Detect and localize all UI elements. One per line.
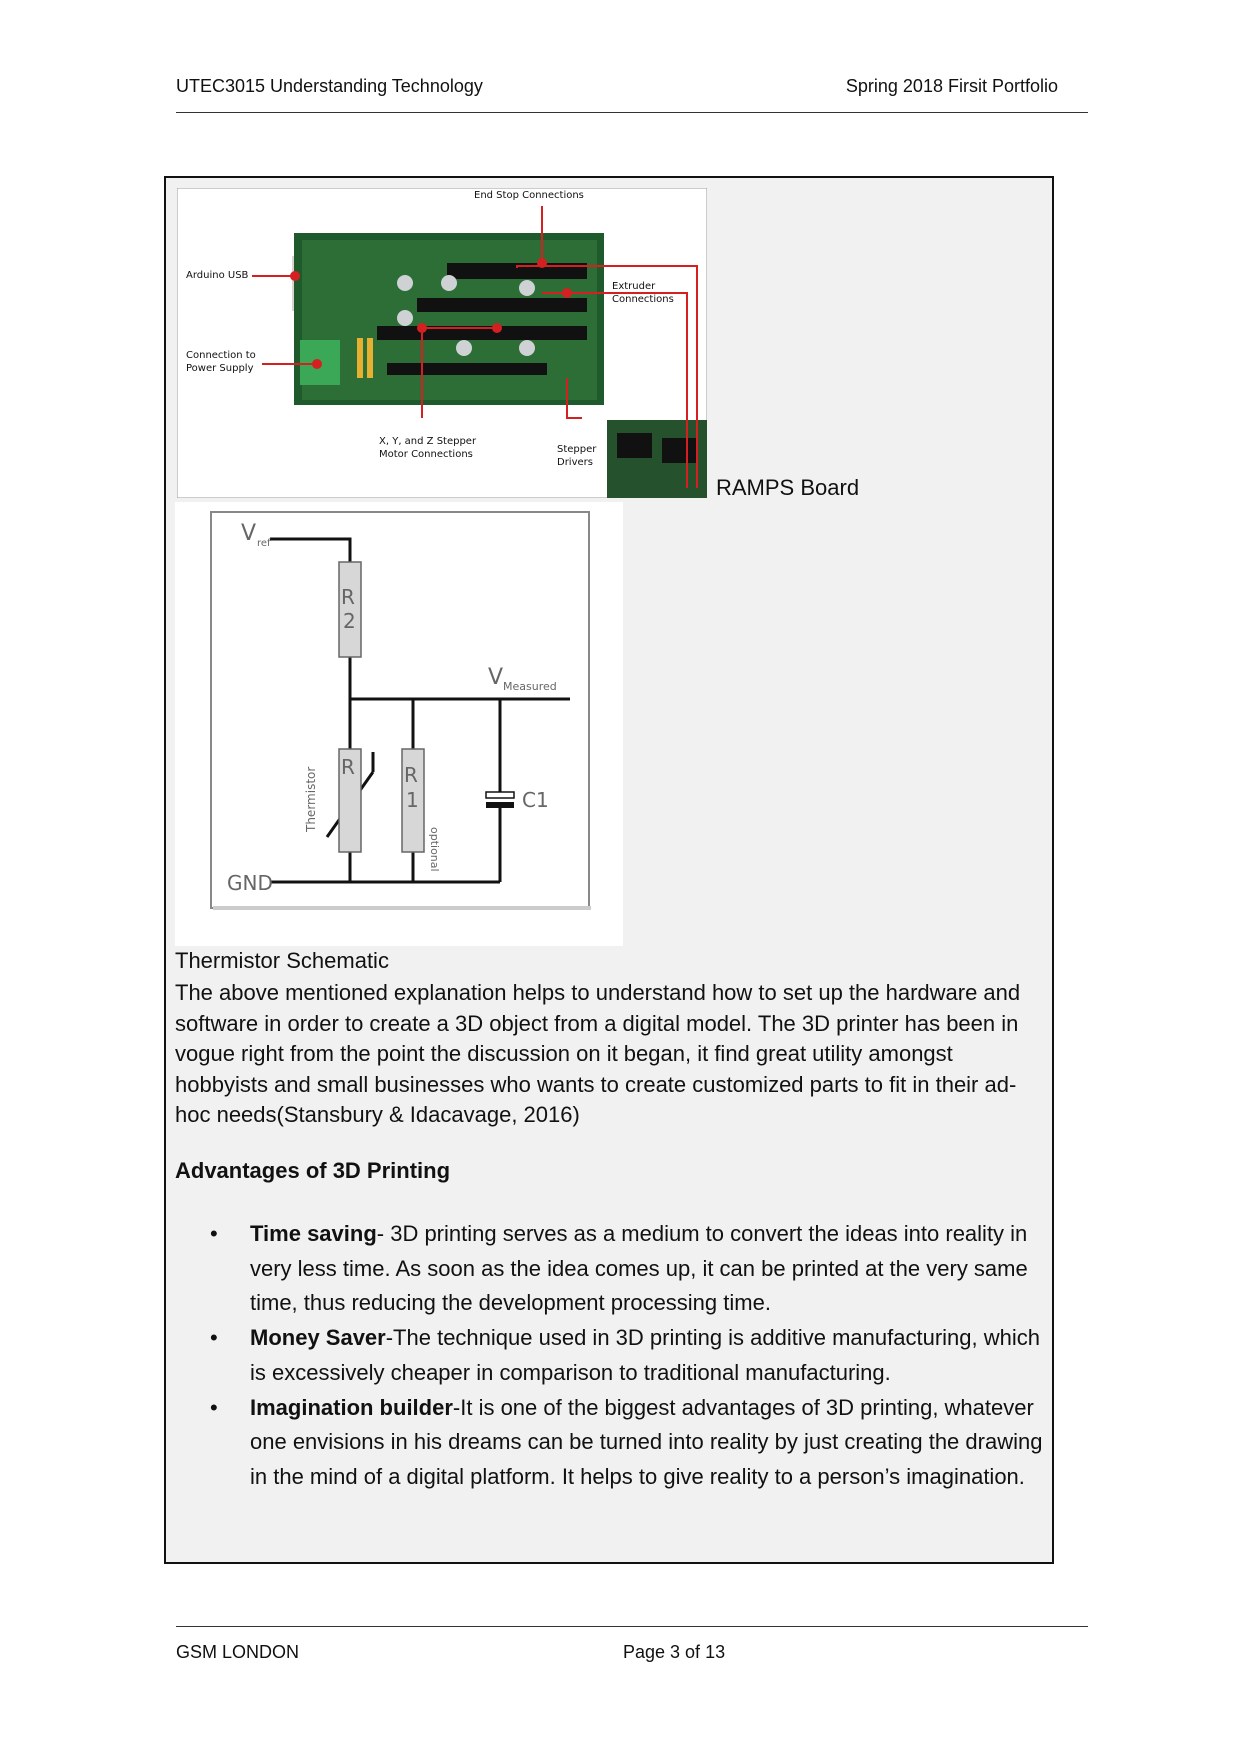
page-header: UTEC3015 Understanding Technology Spring…	[176, 76, 1088, 113]
r2-label-a: R	[341, 585, 355, 609]
footer-institution: GSM LONDON	[176, 1642, 300, 1662]
stepper-label-1: X, Y, and Z Stepper	[379, 436, 477, 447]
drivers-label-1: Stepper	[557, 444, 597, 455]
list-item: • Money Saver-The technique used in 3D p…	[175, 1321, 1045, 1390]
ramps-board-image: End Stop Connections Arduino USB Extrude…	[177, 188, 707, 498]
c1-plate-bottom	[486, 802, 514, 808]
r2-resistor	[338, 561, 362, 658]
end-stop-label: End Stop Connections	[474, 190, 584, 201]
power-label-2: Power Supply	[186, 363, 254, 374]
arduino-usb-label: Arduino USB	[186, 270, 249, 281]
header-portfolio-title: Spring 2018 Firsit Portfolio	[845, 76, 1058, 96]
c1-plate-top	[485, 791, 515, 799]
advantage-title: Money Saver	[250, 1325, 386, 1351]
thermistor-resistor	[338, 748, 362, 853]
drivers-label-2: Drivers	[557, 457, 593, 468]
ramps-caption: RAMPS Board	[716, 475, 860, 500]
advantage-title: Time saving	[250, 1221, 377, 1246]
bullet: •	[210, 1394, 218, 1420]
vmeasured-sub: Measured	[503, 680, 557, 693]
thermistor-schematic-image: V ref R 2 V Measured R R 1 C1 GND Thermi…	[175, 502, 623, 946]
advantage-title: Imagination builder	[250, 1394, 453, 1420]
bullet: •	[210, 1325, 218, 1351]
vref-label: V	[241, 521, 256, 546]
c1-label: C1	[522, 788, 549, 812]
stepper-label-2: Motor Connections	[379, 449, 473, 460]
r2-label-b: 2	[343, 609, 356, 633]
advantage-text: - 3D printing serves as a medium to conv…	[250, 1221, 1028, 1316]
thermistor-caption: Thermistor Schematic	[175, 948, 389, 973]
list-item: • Time saving- 3D printing serves as a m…	[175, 1217, 1045, 1321]
advantages-list: • Time saving- 3D printing serves as a m…	[175, 1217, 1045, 1495]
header-course-title: UTEC3015 Understanding Technology	[176, 76, 483, 96]
vref-sub: ref	[257, 538, 271, 549]
r1-resistor	[401, 748, 425, 853]
thermistor-r-label: R	[341, 755, 355, 779]
advantage-text: -It is one of the biggest advantages of …	[250, 1394, 1043, 1489]
bullet: •	[210, 1221, 218, 1246]
gnd-label: GND	[227, 871, 273, 895]
footer-page-number: Page 3 of 13	[623, 1642, 726, 1662]
list-item: • Imagination builder-It is one of the b…	[175, 1391, 1045, 1495]
extruder-label-2: Connections	[612, 294, 674, 305]
body-paragraph: The above mentioned explanation helps to…	[175, 980, 1021, 1127]
advantage-text: -The technique used in 3D printing is ad…	[250, 1325, 1040, 1385]
r1-label-b: 1	[406, 788, 419, 812]
extruder-label-1: Extruder	[612, 281, 656, 292]
optional-vertical-label: optional	[428, 827, 441, 872]
footer-divider	[176, 1626, 1088, 1627]
thermistor-vertical-label: Thermistor	[304, 767, 318, 833]
power-label-1: Connection to	[186, 350, 256, 361]
advantages-heading: Advantages of 3D Printing	[175, 1158, 451, 1183]
vmeasured-label: V	[488, 665, 503, 690]
r1-label-a: R	[404, 763, 418, 787]
